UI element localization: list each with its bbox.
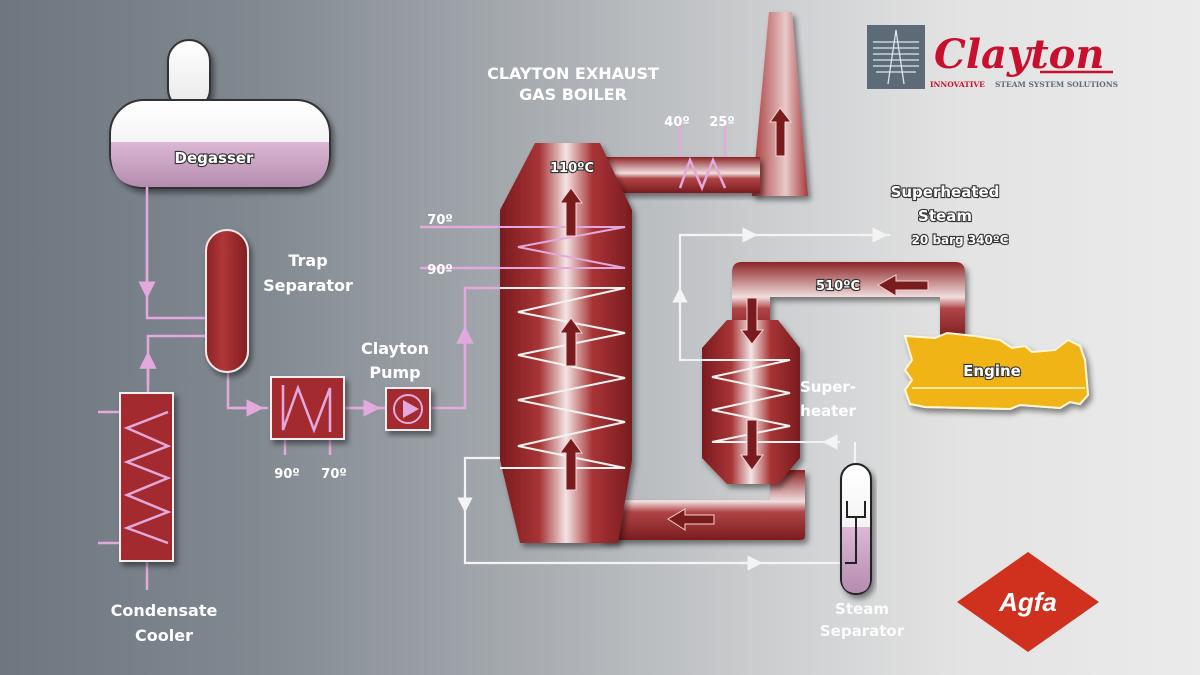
superheater-label-1: Super- [800,378,856,396]
superheated-steam-label-2: Steam [918,207,972,225]
clayton-logo[interactable]: Clayton INNOVATIVE STEAM SYSTEM SOLUTION… [867,25,1118,89]
clayton-wordmark: Clayton [934,31,1104,78]
degasser-label: Degasser [175,149,255,167]
trap-separator-label-1: Trap [288,251,327,270]
pump-label-2: Pump [369,363,420,382]
boiler-coil-lower [500,287,626,469]
heat-exchanger [270,376,345,440]
duct-arrow-left-icon [667,508,715,531]
boiler-coil-mid-temp: 90º [427,263,452,278]
economiser-coil [678,156,727,192]
clayton-pump[interactable] [385,387,431,431]
degasser [109,39,331,189]
boiler-coil-upper [500,226,626,269]
heat-exchanger-in-temp: 90º [274,467,299,482]
boiler-coil-top-temp: 70º [427,213,452,228]
agfa-wordmark: Agfa [998,587,1057,617]
condensate-cooler-label-1: Condensate [111,601,218,620]
trap-separator [205,229,249,373]
boiler-outlet-temp: 110ºC [550,161,594,176]
tagline-red: INNOVATIVE [930,80,985,89]
diagram-title-2: GAS BOILER [519,85,627,104]
heat-exchanger-out-temp: 70º [321,467,346,482]
trap-separator-label-2: Separator [263,276,353,295]
pump-icon [403,400,419,418]
condensate-cooler [119,392,174,562]
economiser-in-temp: 40º [664,115,689,130]
condensate-cooler-label-2: Cooler [135,626,193,645]
engine [903,331,1090,411]
steam-separator-label-1: Steam [835,600,889,618]
lower-duct [600,470,805,540]
engine-exhaust-temp: 510ºC [816,279,860,294]
superheated-steam-label-1: Superheated [891,183,1000,201]
steam-pipes [457,227,890,571]
steam-separator [840,463,872,595]
diagram-title-1: CLAYTON EXHAUST [487,64,659,83]
engine-exhaust-pipe [732,262,965,340]
engine-label: Engine [963,362,1021,380]
economiser-out-temp: 25º [709,115,734,130]
tower-icon [873,29,919,85]
superheater-label-2: heater [800,402,856,420]
agfa-logo[interactable]: Agfa [957,552,1099,652]
steam-conditions: 20 barg 340ºC [912,233,1009,247]
pump-label-1: Clayton [361,339,429,358]
superheater-flow-arrows [739,297,765,471]
stack-arrow-up-icon [769,107,793,157]
superheater-coil [685,359,830,443]
boiler-flow-arrows [559,187,583,491]
exhaust-arrow-left-icon [877,274,929,297]
tagline-gray: STEAM SYSTEM SOLUTIONS [995,80,1118,89]
steam-separator-label-2: Separator [820,622,905,640]
exhaust-stack [752,12,808,196]
clayton-logo-emblem [867,25,925,89]
